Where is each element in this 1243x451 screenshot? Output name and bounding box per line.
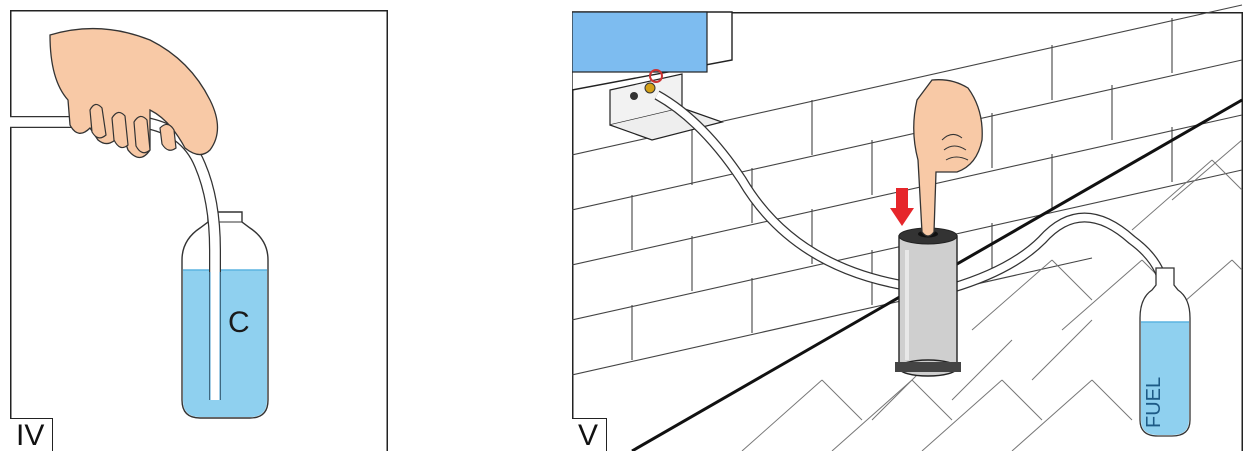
panel-tag-iv: IV [10, 418, 53, 451]
fuel-connector [645, 83, 655, 93]
fuel-bottle: FUEL [1140, 268, 1190, 436]
panel-v: FUEL V [572, 0, 1243, 451]
bottle-c [182, 212, 268, 418]
panel-iv: C IV [10, 0, 388, 451]
bottle-label-c: C [228, 306, 250, 339]
panel-tag-v: V [572, 418, 607, 451]
panel-v-illustration: FUEL [572, 0, 1243, 451]
filter-canister [895, 228, 961, 376]
panel-iv-illustration: C [10, 0, 388, 451]
screen [572, 12, 707, 72]
bottle-label-fuel: FUEL [1143, 377, 1165, 428]
liquid-fill [183, 270, 267, 417]
